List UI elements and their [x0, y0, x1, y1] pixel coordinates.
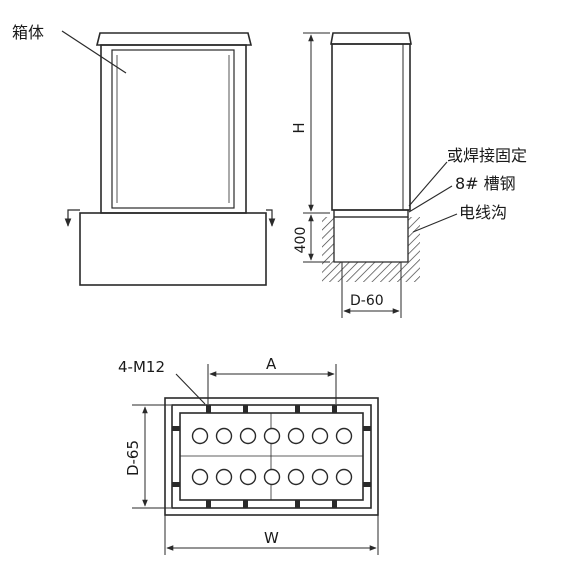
cabinet-door	[111, 49, 235, 209]
cable-hole	[287, 468, 305, 486]
cable-hole	[287, 427, 305, 445]
trench-hatch	[322, 217, 420, 282]
cable-hole	[263, 468, 281, 486]
plan-inner-frame	[179, 412, 364, 501]
cabinet-leader	[61, 30, 127, 74]
plan-outer-frame	[164, 397, 379, 516]
bolts-label: 4-M12	[118, 358, 165, 376]
cable-hole	[335, 468, 353, 486]
height-label: H	[290, 122, 308, 133]
a-label: A	[266, 355, 277, 373]
d60-label: D-60	[350, 293, 384, 309]
cabinet-label: 箱体	[12, 23, 44, 42]
cable-hole	[335, 427, 353, 445]
cabinet-base	[79, 212, 267, 286]
side-body	[331, 43, 411, 211]
cable-hole	[215, 468, 233, 486]
plan-cable-holes	[191, 427, 353, 486]
depth-400-label: 400	[293, 227, 309, 254]
w-label: W	[264, 529, 279, 547]
plan-lugs	[172, 405, 371, 508]
cable-hole	[311, 468, 329, 486]
cable-hole	[239, 427, 257, 445]
left-drain-arrow-icon	[64, 209, 80, 227]
cable-hole	[215, 427, 233, 445]
plan-view: A 4-M12 D-65 W	[118, 355, 379, 555]
channel-steel	[333, 209, 409, 218]
right-drain-arrow-icon	[266, 209, 276, 227]
channel-steel-label: 8# 槽钢	[455, 174, 516, 193]
bolts-leader	[175, 373, 206, 405]
cabinet-cap	[95, 32, 253, 46]
cable-hole	[239, 468, 257, 486]
d65-label: D-65	[124, 440, 142, 476]
front-elevation: 箱体	[12, 23, 276, 286]
cable-hole	[191, 427, 209, 445]
cable-trench-label: 电线沟	[459, 203, 507, 222]
cable-hole	[191, 468, 209, 486]
cable-hole	[263, 427, 281, 445]
weld-fix-label: 或焊接固定	[447, 146, 527, 165]
side-elevation: H 400 D-60 或焊接固定 8# 槽钢 电线沟	[290, 32, 527, 318]
cable-hole	[311, 427, 329, 445]
side-cap	[330, 32, 412, 45]
